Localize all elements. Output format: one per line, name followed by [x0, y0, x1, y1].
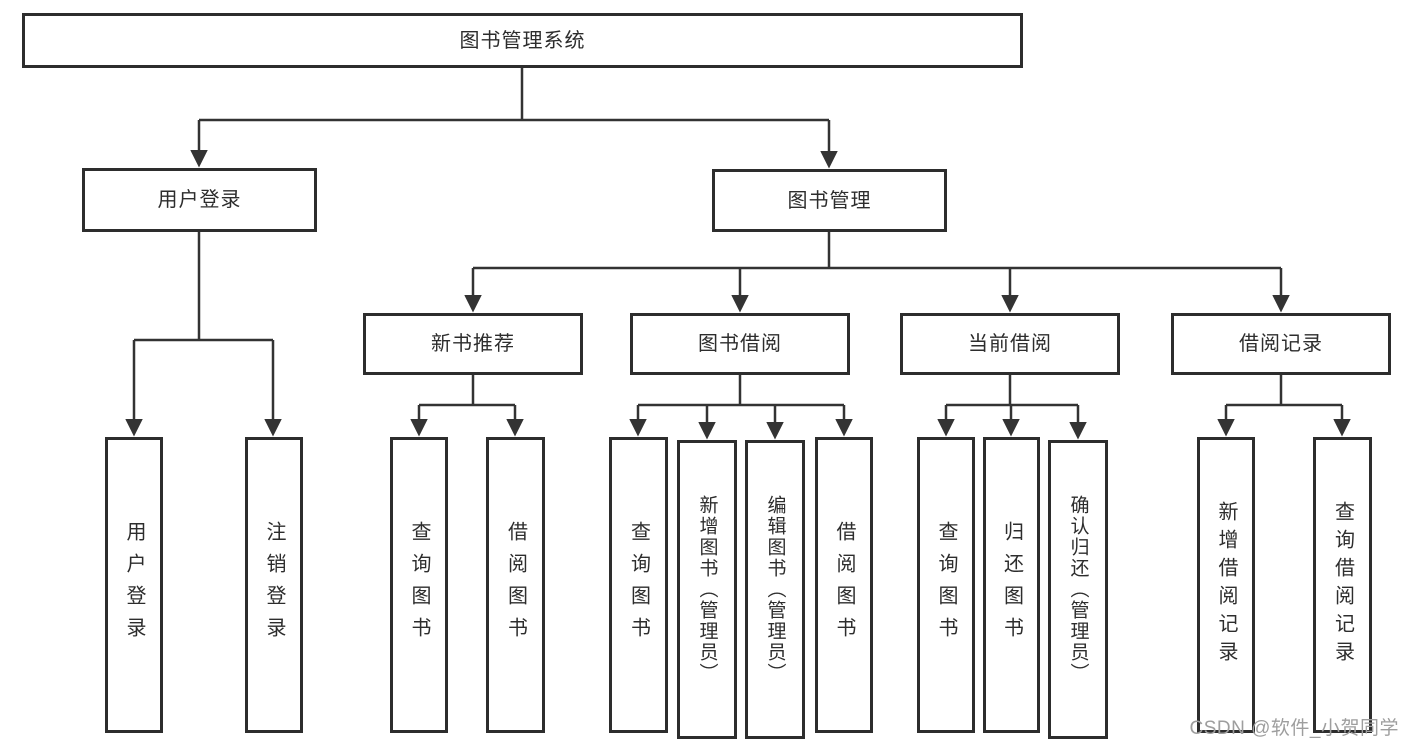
- leaf-nbr-query-books: 查询图书: [390, 437, 448, 733]
- csdn-watermark: CSDN @软件_小贺同学: [1189, 718, 1399, 739]
- leaf-cb-query-books: 查询图书: [917, 437, 975, 733]
- leaf-cb-return-books: 归还图书: [983, 437, 1040, 733]
- node-current-borrow: 当前借阅: [900, 313, 1120, 375]
- node-new-book-recommend: 新书推荐: [363, 313, 583, 375]
- node-user-login: 用户登录: [82, 168, 317, 232]
- tree-branch-lines: [134, 68, 1342, 407]
- node-book-borrow: 图书借阅: [630, 313, 850, 375]
- leaf-nbr-borrow-books: 借阅图书: [486, 437, 545, 733]
- leaf-bb-query-books: 查询图书: [609, 437, 668, 733]
- leaf-logout: 注销登录: [245, 437, 303, 733]
- node-borrow-records: 借阅记录: [1171, 313, 1391, 375]
- leaf-br-add-record: 新增借阅记录: [1197, 437, 1255, 733]
- leaf-bb-edit-books-admin: 编辑图书（管理员）: [745, 440, 805, 739]
- node-book-management: 图书管理: [712, 169, 947, 232]
- leaf-user-login: 用户登录: [105, 437, 163, 733]
- leaf-bb-borrow-books: 借阅图书: [815, 437, 873, 733]
- leaf-bb-add-books-admin: 新增图书（管理员）: [677, 440, 737, 739]
- node-root-system: 图书管理系统: [22, 13, 1023, 68]
- leaf-cb-confirm-return-admin: 确认归还（管理员）: [1048, 440, 1108, 739]
- leaf-br-query-record: 查询借阅记录: [1313, 437, 1372, 733]
